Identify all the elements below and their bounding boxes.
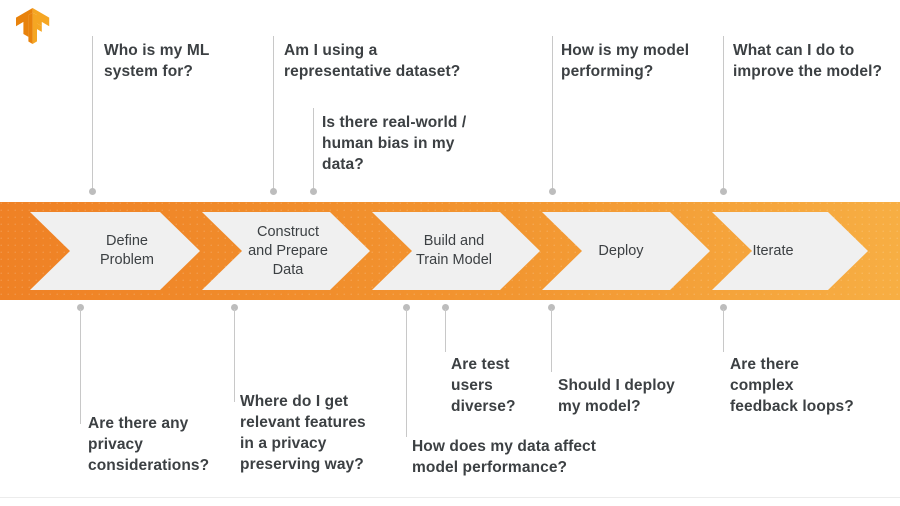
connector-line-below-4 — [445, 309, 446, 352]
connector-dot-below-1 — [77, 304, 84, 311]
connector-dot-below-6 — [720, 304, 727, 311]
pipeline-svg — [0, 202, 900, 300]
pipeline-stage-label-deploy: Deploy — [598, 243, 644, 259]
connector-line-above-3 — [313, 108, 314, 191]
pipeline-stage-label-iterate: Iterate — [752, 243, 794, 259]
pipeline-stage-label-define-problem: Define Problem — [100, 233, 154, 268]
connector-dot-above-3 — [310, 188, 317, 195]
connector-dot-below-5 — [548, 304, 555, 311]
pipeline-stage-shape-3 — [372, 212, 540, 290]
question-below-data-affect-model-performance: How does my data affect model performanc… — [412, 438, 597, 476]
connector-line-above-1 — [92, 36, 93, 191]
connector-dot-above-2 — [270, 188, 277, 195]
connector-dot-above-5 — [720, 188, 727, 195]
connector-dot-below-4 — [442, 304, 449, 311]
connector-dot-above-1 — [89, 188, 96, 195]
question-below-should-i-deploy-my-model: Should I deploy my model? — [558, 377, 675, 415]
question-above-how-is-my-model-performing: How is my model performing? — [561, 42, 690, 80]
connector-line-below-6 — [723, 309, 724, 352]
connector-line-above-4 — [552, 36, 553, 191]
question-above-representative-dataset: Am I using a representative dataset? — [284, 42, 461, 80]
connector-line-below-2 — [234, 309, 235, 402]
ml-workflow-pipeline: Define Problem Construct and Prepare Dat… — [0, 202, 900, 300]
question-below-complex-feedback-loops: Are there complex feedback loops? — [730, 356, 854, 415]
pipeline-stage-label-construct-and-prepare-data: Construct and Prepare Data — [248, 224, 328, 278]
question-below-are-test-users-diverse: Are test users diverse? — [451, 356, 516, 415]
bottom-divider — [0, 497, 900, 498]
tensorflow-logo — [16, 8, 50, 44]
pipeline-stage-label-build-and-train-model: Build and Train Model — [415, 233, 493, 268]
question-above-who-is-my-ml-system-for: Who is my ML system for? — [104, 42, 210, 80]
connector-dot-below-3 — [403, 304, 410, 311]
pipeline-stage-shape-1 — [30, 212, 200, 290]
connector-line-above-2 — [273, 36, 274, 191]
tensorflow-logo-icon — [16, 8, 50, 44]
connector-dot-above-4 — [549, 188, 556, 195]
connector-line-below-1 — [80, 309, 81, 424]
connector-line-below-5 — [551, 309, 552, 372]
connector-line-below-3 — [406, 309, 407, 437]
question-below-relevant-features-privacy-preserving: Where do I get relevant features in a pr… — [240, 393, 366, 473]
question-below-privacy-considerations: Are there any privacy considerations? — [88, 415, 210, 474]
connector-line-above-5 — [723, 36, 724, 191]
connector-dot-below-2 — [231, 304, 238, 311]
question-above-improve-the-model: What can I do to improve the model? — [733, 42, 883, 80]
question-above-real-world-human-bias: Is there real-world / human bias in my d… — [322, 114, 467, 173]
pipeline-stage-shape-4 — [542, 212, 710, 290]
pipeline-stage-shape-2 — [202, 212, 370, 290]
pipeline-stage-shape-5 — [712, 212, 868, 290]
